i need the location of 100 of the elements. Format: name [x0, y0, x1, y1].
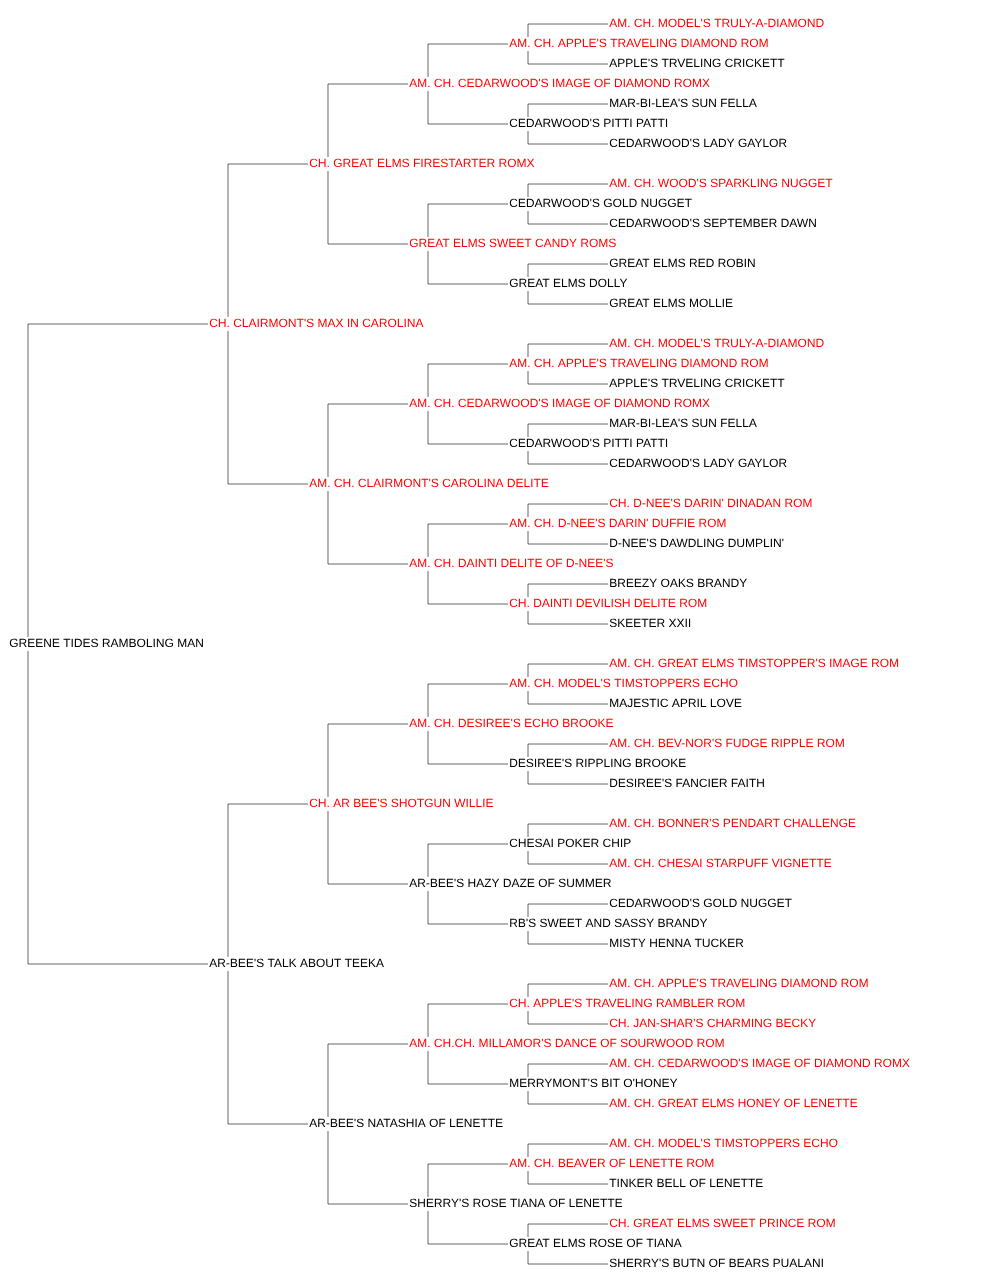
connector-line: [327, 723, 409, 798]
connector-line: [527, 103, 609, 118]
pedigree-name: AM. CH. MODEL'S TIMSTOPPERS ECHO: [509, 678, 738, 688]
connector-line: [27, 650, 209, 965]
pedigree-name: BREEZY OAKS BRANDY: [610, 578, 747, 588]
pedigree-name: GREAT ELMS ROSE OF TIANA: [509, 1238, 682, 1248]
pedigree-name: CH. JAN-SHAR'S CHARMING BECKY: [609, 1018, 816, 1028]
pedigree-name: CEDARWOOD'S PITTI PATTI: [509, 438, 668, 448]
pedigree-name: AR-BEE'S TALK ABOUT TEEKA: [209, 958, 384, 968]
pedigree-name: AM. CH. CEDARWOOD'S IMAGE OF DIAMOND ROMX: [409, 78, 710, 88]
connector-line: [427, 730, 509, 765]
pedigree-name: CEDARWOOD'S LADY GAYLOR: [609, 458, 787, 468]
connector-line: [427, 1163, 509, 1198]
connector-line: [527, 183, 609, 198]
pedigree-name: D-NEE'S DAWDLING DUMPLIN': [610, 538, 784, 548]
connector-line: [427, 843, 509, 878]
connector-line: [527, 343, 609, 358]
connector-line: [327, 170, 409, 245]
connector-line: [427, 570, 509, 605]
pedigree-name: AM. CH.CH. MILLAMOR'S DANCE OF SOURWOOD ROM: [409, 1038, 724, 1048]
pedigree-name: CEDARWOOD'S GOLD NUGGET: [609, 898, 792, 908]
connector-line: [327, 1043, 409, 1118]
pedigree-name: AM. CH. GREAT ELMS TIMSTOPPER'S IMAGE ROM: [609, 658, 899, 668]
pedigree-name: AM. CH. BEV-NOR'S FUDGE RIPPLE ROM: [609, 738, 844, 748]
pedigree-name: MERRYMONT'S BIT O'HONEY: [510, 1078, 678, 1088]
pedigree-name: AM. CH. BEAVER OF LENETTE ROM: [509, 1158, 714, 1168]
pedigree-name: AM. CH. APPLE'S TRAVELING DIAMOND ROM: [509, 38, 768, 48]
connector-line: [327, 83, 409, 158]
connector-line: [427, 410, 509, 445]
connector-line: [527, 903, 609, 918]
connector-line: [527, 850, 609, 865]
connector-line: [527, 210, 609, 225]
connector-line: [527, 530, 609, 545]
pedigree-name: CHESAI POKER CHIP: [509, 838, 631, 848]
connector-line: [227, 163, 309, 318]
connector-line: [427, 1210, 509, 1245]
pedigree-name: CEDARWOOD'S PITTI PATTI: [509, 118, 668, 128]
connector-line: [227, 330, 309, 485]
pedigree-name: MAJESTIC APRIL LOVE: [610, 698, 742, 708]
connector-line: [527, 770, 609, 785]
pedigree-name: AM. CH. CHESAI STARPUFF VIGNETTE: [609, 858, 832, 868]
pedigree-name: DESIREE'S RIPPLING BROOKE: [510, 758, 686, 768]
connector-line: [527, 370, 609, 385]
connector-line: [527, 583, 609, 598]
pedigree-name: AM. CH. D-NEE'S DARIN' DUFFIE ROM: [509, 518, 726, 528]
connector-line: [527, 1010, 609, 1025]
pedigree-name: AR-BEE'S HAZY DAZE OF SUMMER: [409, 878, 611, 888]
connector-line: [27, 323, 209, 638]
pedigree-name: AM. CH. BONNER'S PENDART CHALLENGE: [609, 818, 856, 828]
connector-line: [427, 250, 509, 285]
pedigree-name: AM. CH. APPLE'S TRAVELING DIAMOND ROM: [509, 358, 768, 368]
pedigree-name: AM. CH. DAINTI DELITE OF D-NEE'S: [409, 558, 613, 568]
connector-line: [527, 130, 609, 145]
pedigree-name: AM. CH. MODEL'S TIMSTOPPERS ECHO: [609, 1138, 838, 1148]
pedigree-name: GREAT ELMS MOLLIE: [609, 298, 733, 308]
connector-line: [327, 810, 409, 885]
pedigree-name: CEDARWOOD'S LADY GAYLOR: [609, 138, 787, 148]
pedigree-name: GREAT ELMS SWEET CANDY ROMS: [409, 238, 616, 248]
connector-line: [527, 1250, 609, 1265]
pedigree-name: AR-BEE'S NATASHIA OF LENETTE: [309, 1118, 503, 1128]
connector-line: [427, 1050, 509, 1085]
pedigree-name: AM. CH. CEDARWOOD'S IMAGE OF DIAMOND ROMX: [609, 1058, 910, 1068]
connector-line: [327, 1130, 409, 1205]
connector-line: [527, 1170, 609, 1185]
connector-line: [427, 890, 509, 925]
connector-line: [427, 523, 509, 558]
connector-line: [427, 1003, 509, 1038]
pedigree-name: AM. CH. WOOD'S SPARKLING NUGGET: [609, 178, 833, 188]
connector-line: [427, 683, 509, 718]
connector-line: [227, 970, 309, 1125]
pedigree-name: CH. AR BEE'S SHOTGUN WILLIE: [309, 798, 493, 808]
pedigree-name: SKEETER XXII: [609, 618, 691, 628]
connector-line: [527, 450, 609, 465]
pedigree-name: MAR-BI-LEA'S SUN FELLA: [610, 418, 757, 428]
connector-line: [527, 930, 609, 945]
connector-line: [327, 490, 409, 565]
connector-line: [527, 823, 609, 838]
connector-line: [527, 423, 609, 438]
pedigree-name: GREAT ELMS DOLLY: [509, 278, 628, 288]
pedigree-name: CH. CLAIRMONT'S MAX IN CAROLINA: [209, 318, 424, 328]
connector-line: [527, 663, 609, 678]
pedigree-name: AM. CH. APPLE'S TRAVELING DIAMOND ROM: [609, 978, 868, 988]
pedigree-name: AM. CH. CEDARWOOD'S IMAGE OF DIAMOND ROMX: [409, 398, 710, 408]
pedigree-name: RB'S SWEET AND SASSY BRANDY: [510, 918, 708, 928]
pedigree-name: CH. APPLE'S TRAVELING RAMBLER ROM: [509, 998, 745, 1008]
connector-line: [427, 43, 509, 78]
pedigree-name: APPLE'S TRVELING CRICKETT: [609, 378, 785, 388]
pedigree-name: MISTY HENNA TUCKER: [610, 938, 744, 948]
pedigree-name: CH. D-NEE'S DARIN' DINADAN ROM: [609, 498, 812, 508]
pedigree-name: CH. DAINTI DEVILISH DELITE ROM: [509, 598, 707, 608]
connector-line: [527, 1143, 609, 1158]
pedigree-name: CH. GREAT ELMS SWEET PRINCE ROM: [609, 1218, 835, 1228]
connector-line: [427, 203, 509, 238]
connector-line: [527, 743, 609, 758]
pedigree-name: CH. GREAT ELMS FIRESTARTER ROMX: [309, 158, 535, 168]
connector-line: [527, 263, 609, 278]
pedigree-name: MAR-BI-LEA'S SUN FELLA: [610, 98, 757, 108]
connector-line: [527, 1223, 609, 1238]
connector-line: [327, 403, 409, 478]
pedigree-name: SHERRY'S BUTN OF BEARS PUALANI: [609, 1258, 823, 1268]
